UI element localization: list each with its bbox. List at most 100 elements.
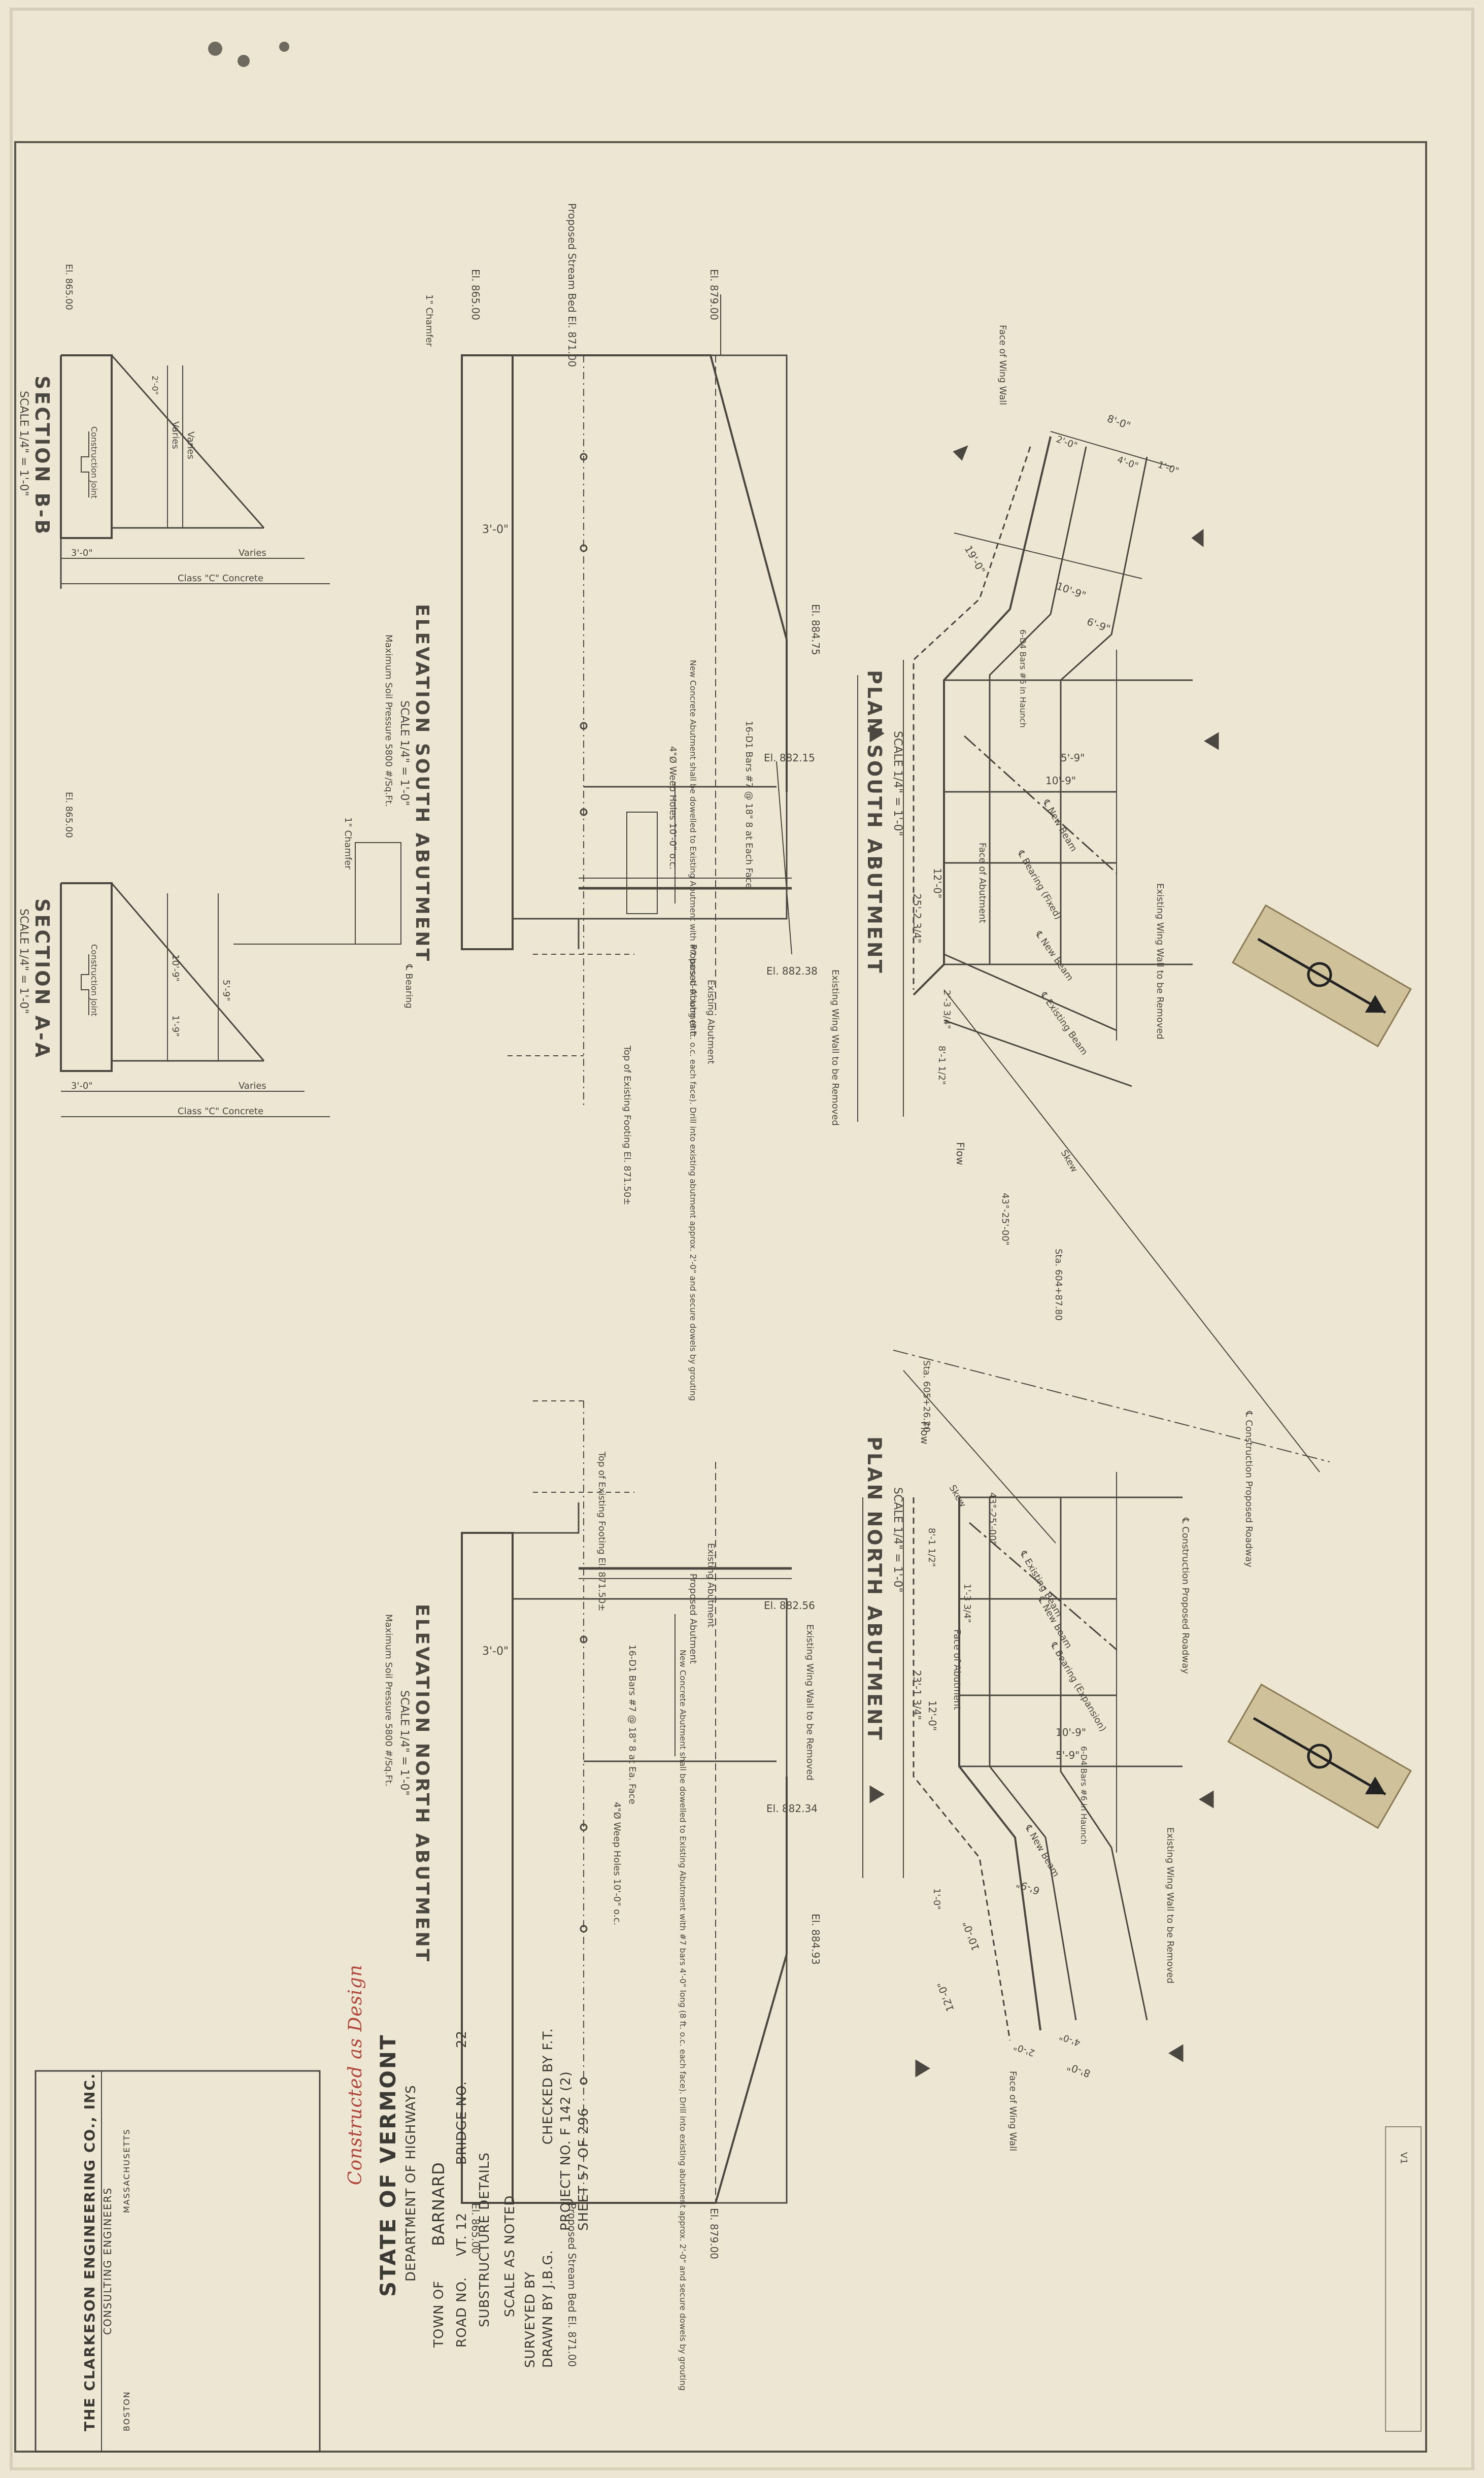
bridge-value: 22 [454,2030,469,2048]
title-block-frame [35,2070,321,2453]
sheet-tag: V1 [1398,2152,1409,2164]
plan-north-title: PLAN NORTH ABUTMENT [863,1436,886,1742]
varies-bb-1: Varies [170,421,181,449]
varies-bb-2: Varies [185,431,196,459]
dim-8-1: 8'-1 1/2" [936,1046,947,1085]
north-arrow-stamp [1231,904,1412,1048]
dim-1-3n: 1'-3 3/4" [962,1584,972,1623]
dim-23-1: 23'-1 3/4" [911,1670,923,1720]
soil-pressure-north: Maximum Soil Pressure 5800 #/Sq.Ft. [383,1614,394,1787]
subject: SUBSTRUCTURE DETAILS [477,2152,492,2327]
project-no: PROJECT NO. F 142 (2) [558,2071,574,2231]
haunch-bars-label: 6-D4 Bars #6 in Haunch [1018,629,1028,728]
dim-3-0-south: 3'-0" [482,523,509,536]
construction-roadway-north-label: ℄ Construction Proposed Roadway [1180,1517,1191,1674]
punch-hole [279,42,289,52]
elevation-north-abutment [461,1400,792,2204]
dim-5-9-aa: 5'-9" [221,980,231,1001]
dim-10-9n: 10'-9" [1056,1726,1086,1738]
elevation-south-abutment [461,294,792,1107]
plan-south-title: PLAN SOUTH ABUTMENT [863,670,886,975]
varies-aa: Varies [239,1081,266,1091]
section-aa-scale: SCALE 1/4" = 1'-0" [17,909,30,1014]
checked-by: CHECKED BY F.T. [541,2028,556,2145]
station-south-label: Sta. 604+87.80 [1053,1249,1064,1321]
existing-wing-elev-south: Existing Wing Wall to be Removed [830,969,840,1126]
existing-abutment-north: Existing Abutment [705,1543,716,1627]
elevation-865-south: El. 865.00 [469,269,482,320]
dim-3-0-north: 3'-0" [482,1645,509,1658]
firm-name: THE CLARKESON ENGINEERING CO., INC. [81,2072,98,2431]
weep-holes-north: 4"Ø Weep Holes 10'-0" o.c. [612,1802,622,1925]
elevation-865-aa: El. 865.00 [63,792,74,838]
elevation-865-north: El. 865.00 [469,2203,482,2254]
drawing-border [14,141,1427,2453]
elevation-north-scale: SCALE 1/4" = 1'-0" [398,1690,411,1796]
face-of-abutment-north-label: Face of Abutment [952,1629,962,1710]
chamfer-aa: 1" Chamfer [343,817,353,869]
elevation-865-bb: El. 865.00 [63,264,74,310]
dim-8-1n: 8'-1 1/2" [926,1528,937,1567]
punch-hole [208,42,222,56]
elevation-882-15: El. 882.15 [764,752,815,764]
dim-2-3: 2'-3 3/4" [941,990,952,1029]
bars-note-north: 16-D1 Bars #7 @ 18" 8 at Ea. Face [627,1645,637,1804]
elevation-north-title: ELEVATION NORTH ABUTMENT [412,1604,432,1963]
station-north-label: Sta. 605+26.20 [921,1360,932,1432]
proposed-abutment-south: Proposed Abutment [688,944,698,1034]
existing-wing-elev-north: Existing Wing Wall to be Removed [804,1624,815,1781]
plan-north-abutment [862,1350,1330,2078]
sheet-tag-box [1385,2126,1422,2432]
section-bb-title: SECTION B-B [31,376,53,536]
elevation-879-south: El. 879.00 [708,269,720,320]
dim-1-0n: 1'-0" [931,1888,942,1910]
plan-north-scale: SCALE 1/4" = 1'-0" [891,1487,904,1593]
flow-south-label: Flow [954,1142,966,1165]
elevation-south-title: ELEVATION SOUTH ABUTMENT [412,604,432,963]
road-label: ROAD NO. [454,2276,469,2348]
elevation-882-56: El. 882.56 [764,1599,815,1612]
elevation-882-34: El. 882.34 [766,1802,818,1815]
construction-roadway-label: ℄ Construction Proposed Roadway [1243,1411,1254,1567]
bridge-label: BRIDGE NO. [454,2081,469,2165]
elevation-879-north: El. 879.00 [708,2208,720,2259]
dowel-note-south: New Concrete Abutment shall be dowelled … [688,660,698,1401]
plan-south-abutment [857,431,1320,1472]
haunch-bars-north-label: 6-D4 Bars #6 in Haunch [1079,1746,1089,1845]
dim-5-9: 5'-9" [1061,752,1085,764]
dim-5-9n: 5'-9" [1056,1749,1080,1761]
skew-south-label: 43°-25'-00" [1000,1193,1010,1246]
dowel-note-north: New Concrete Abutment shall be dowelled … [678,1650,688,2391]
streambed-south: Proposed Stream Bed El. 871.00 [566,203,578,367]
face-of-wing-wall-north-label: Face of Wing Wall [1007,2071,1018,2151]
section-bb-scale: SCALE 1/4" = 1'-0" [17,391,30,496]
sheet-no: SHEET 57 OF 296 [576,2107,591,2231]
dim-25-2: 25'-2 3/4" [911,893,923,944]
bars-note-south: 16-D1 Bars #7 @ 18" 8 at Each Face [744,721,754,888]
scale: SCALE AS NOTED [502,2195,518,2317]
section-aa-title: SECTION A-A [31,898,53,1059]
firm-block: THE CLARKESON ENGINEERING CO., INC. CONS… [81,2072,152,2436]
existing-wing-wall-north-label: Existing Wing Wall to be Removed [1165,1827,1175,1984]
firm-subtitle: CONSULTING ENGINEERS [102,2187,114,2335]
plan-south-scale: SCALE 1/4" = 1'-0" [891,731,904,836]
dim-1-9-aa: 1'-9" [170,1015,181,1037]
weep-holes-south: 4"Ø Weep Holes 10'-0" o.c. [667,746,678,869]
top-footing-north: Top of Existing Footing El. 871.50± [596,1451,607,1611]
town-label: TOWN OF [431,2280,447,2348]
chamfer-south: 1" Chamfer [424,294,434,347]
town-value: BARNARD [429,2162,448,2246]
dim-12-0: 12'-0" [931,868,943,898]
state-title: STATE OF VERMONT [376,2033,400,2297]
firm-state: MASSACHUSETTS [122,2128,131,2213]
punch-hole [238,55,250,67]
elevation-south-scale: SCALE 1/4" = 1'-0" [398,700,411,806]
elevation-882-38: El. 882.38 [766,965,818,977]
existing-wing-wall-label: Existing Wing Wall to be Removed [1155,883,1165,1040]
title-block: Constructed as Design STATE OF VERMONT D… [330,1865,594,2398]
top-footing-south: Top of Existing Footing El. 871.50± [622,1045,632,1205]
streambed-north: Proposed Stream Bed El. 871.00 [566,2203,578,2367]
face-of-wing-wall-label: Face of Wing Wall [997,325,1008,405]
